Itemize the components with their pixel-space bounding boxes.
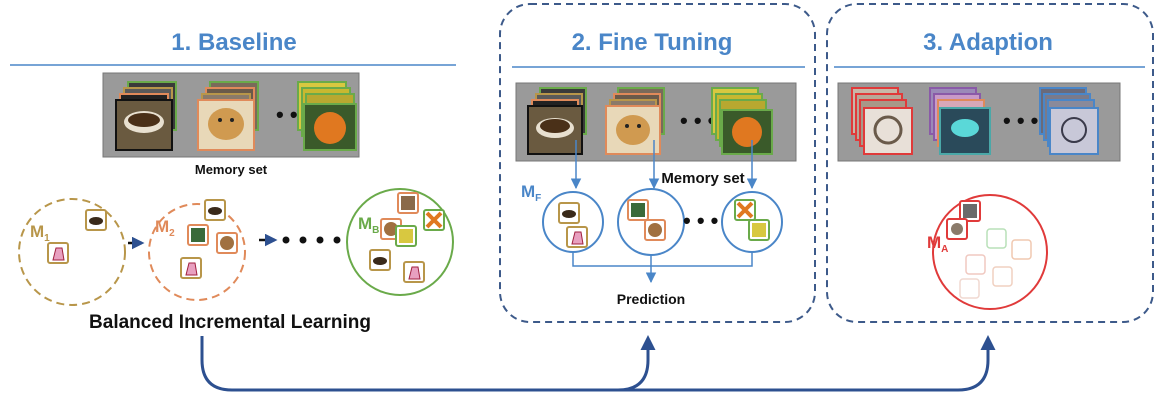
ellipsis: • • • [1003, 108, 1038, 133]
placeholder-thumb [959, 228, 1032, 299]
memory-label-m1: M1 [30, 222, 50, 244]
image-stack [605, 87, 665, 155]
thumb [85, 209, 107, 231]
memory-label-ma: MA [927, 233, 948, 255]
balanced-incremental-learning-label: Balanced Incremental Learning [89, 312, 371, 333]
section-title-baseline: 1. Baseline [171, 29, 296, 56]
image-stack [711, 87, 773, 155]
thumb [644, 219, 666, 241]
thumb [204, 199, 226, 221]
ellipsis: • • • [680, 108, 715, 133]
image-stack [929, 87, 991, 155]
thumb [423, 209, 445, 231]
memory-circle-ma [932, 194, 1048, 310]
memory-circle-m1 [18, 198, 126, 306]
thumb [216, 232, 238, 254]
flow-arrow [618, 335, 996, 392]
thumb [959, 200, 981, 222]
image-stack [197, 81, 259, 151]
image-stack [527, 87, 587, 155]
memory-label-mb: MB [358, 214, 379, 236]
thumb [403, 261, 425, 283]
ellipsis: • • • [683, 208, 718, 233]
ellipsis-dots [282, 236, 341, 244]
thumb [748, 219, 770, 241]
image-stack [297, 81, 357, 151]
memory-set-label: Memory set [195, 162, 268, 177]
thumb [946, 218, 968, 240]
thumb [734, 199, 756, 221]
merge-line [572, 252, 753, 267]
thumb [187, 224, 209, 246]
thumb [395, 225, 417, 247]
thumb [627, 199, 649, 221]
section-title-fine-tuning: 2. Fine Tuning [572, 29, 733, 56]
memory-circle-m2 [148, 203, 246, 301]
memory-set-label: Memory set [661, 170, 744, 187]
memory-label-m2: M2 [155, 217, 175, 239]
image-stack [851, 87, 913, 155]
thumb [566, 226, 588, 248]
flow-arrow [200, 335, 656, 392]
section-title-adaption: 3. Adaption [923, 29, 1053, 56]
memory-circle-mb [346, 188, 454, 296]
fine-tuning-box [499, 3, 816, 323]
prediction-label: Prediction [617, 291, 685, 307]
image-stack [115, 81, 177, 151]
adaption-box [826, 3, 1154, 323]
thumb [47, 242, 69, 264]
memory-label-mf: MF [521, 182, 541, 204]
thumb [180, 257, 202, 279]
thumb [369, 249, 391, 271]
image-stack [1039, 87, 1099, 155]
thumb [558, 202, 580, 224]
thumb [397, 192, 419, 214]
